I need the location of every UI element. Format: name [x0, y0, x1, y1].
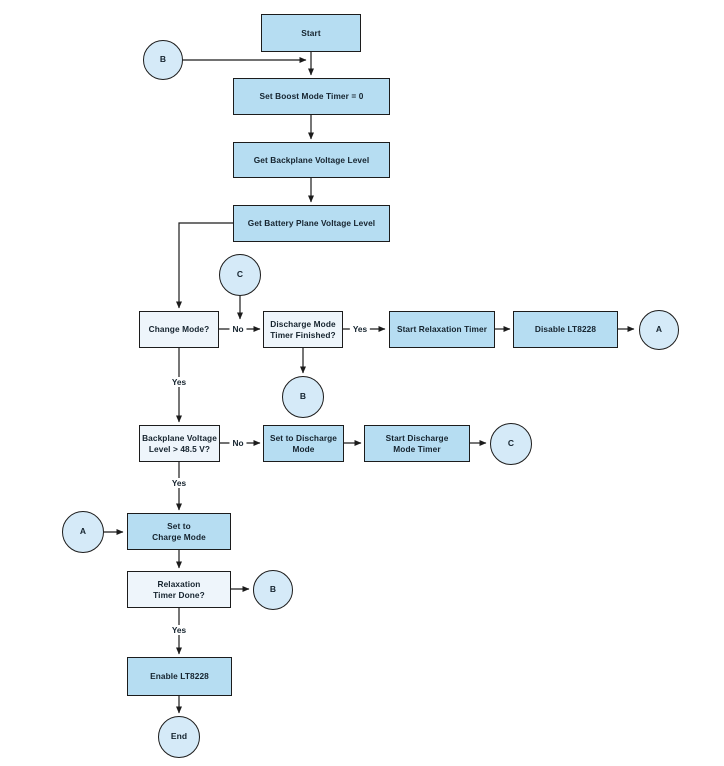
connector-c-right: C [490, 423, 532, 465]
node-discharge-timer-finished: Discharge Mode Timer Finished? [263, 311, 343, 348]
node-disable-lt8228: Disable LT8228 [513, 311, 618, 348]
edge-label-yes-relaxation-done: Yes [168, 625, 190, 635]
connector-c-mid: C [219, 254, 261, 296]
edge-label-yes-discharge-finished: Yes [349, 324, 371, 334]
node-get-backplane-voltage: Get Backplane Voltage Level [233, 142, 390, 178]
connector-b-top: B [143, 40, 183, 80]
edge-label-no-change-mode: No [229, 324, 247, 334]
node-relaxation-timer-done: Relaxation Timer Done? [127, 571, 231, 608]
connector-a-right: A [639, 310, 679, 350]
edge-label-yes-change-mode: Yes [168, 377, 190, 387]
edge-label-no-backplane485: No [229, 438, 247, 448]
node-get-battery-voltage: Get Battery Plane Voltage Level [233, 205, 390, 242]
node-change-mode: Change Mode? [139, 311, 219, 348]
node-backplane-over-485: Backplane Voltage Level > 48.5 V? [139, 425, 220, 462]
node-set-discharge-mode: Set to Discharge Mode [263, 425, 344, 462]
connector-b-lower: B [253, 570, 293, 610]
node-start: Start [261, 14, 361, 52]
node-start-discharge-timer: Start Discharge Mode Timer [364, 425, 470, 462]
node-set-boost-mode-timer: Set Boost Mode Timer = 0 [233, 78, 390, 115]
edge-label-yes-backplane485: Yes [168, 478, 190, 488]
node-set-charge-mode: Set to Charge Mode [127, 513, 231, 550]
edge-battery-to-change-mode [176, 222, 233, 309]
connector-a-left: A [62, 511, 104, 553]
node-enable-lt8228: Enable LT8228 [127, 657, 232, 696]
connector-b-mid: B [282, 376, 324, 418]
connector-end: End [158, 716, 200, 758]
node-start-relaxation-timer: Start Relaxation Timer [389, 311, 495, 348]
